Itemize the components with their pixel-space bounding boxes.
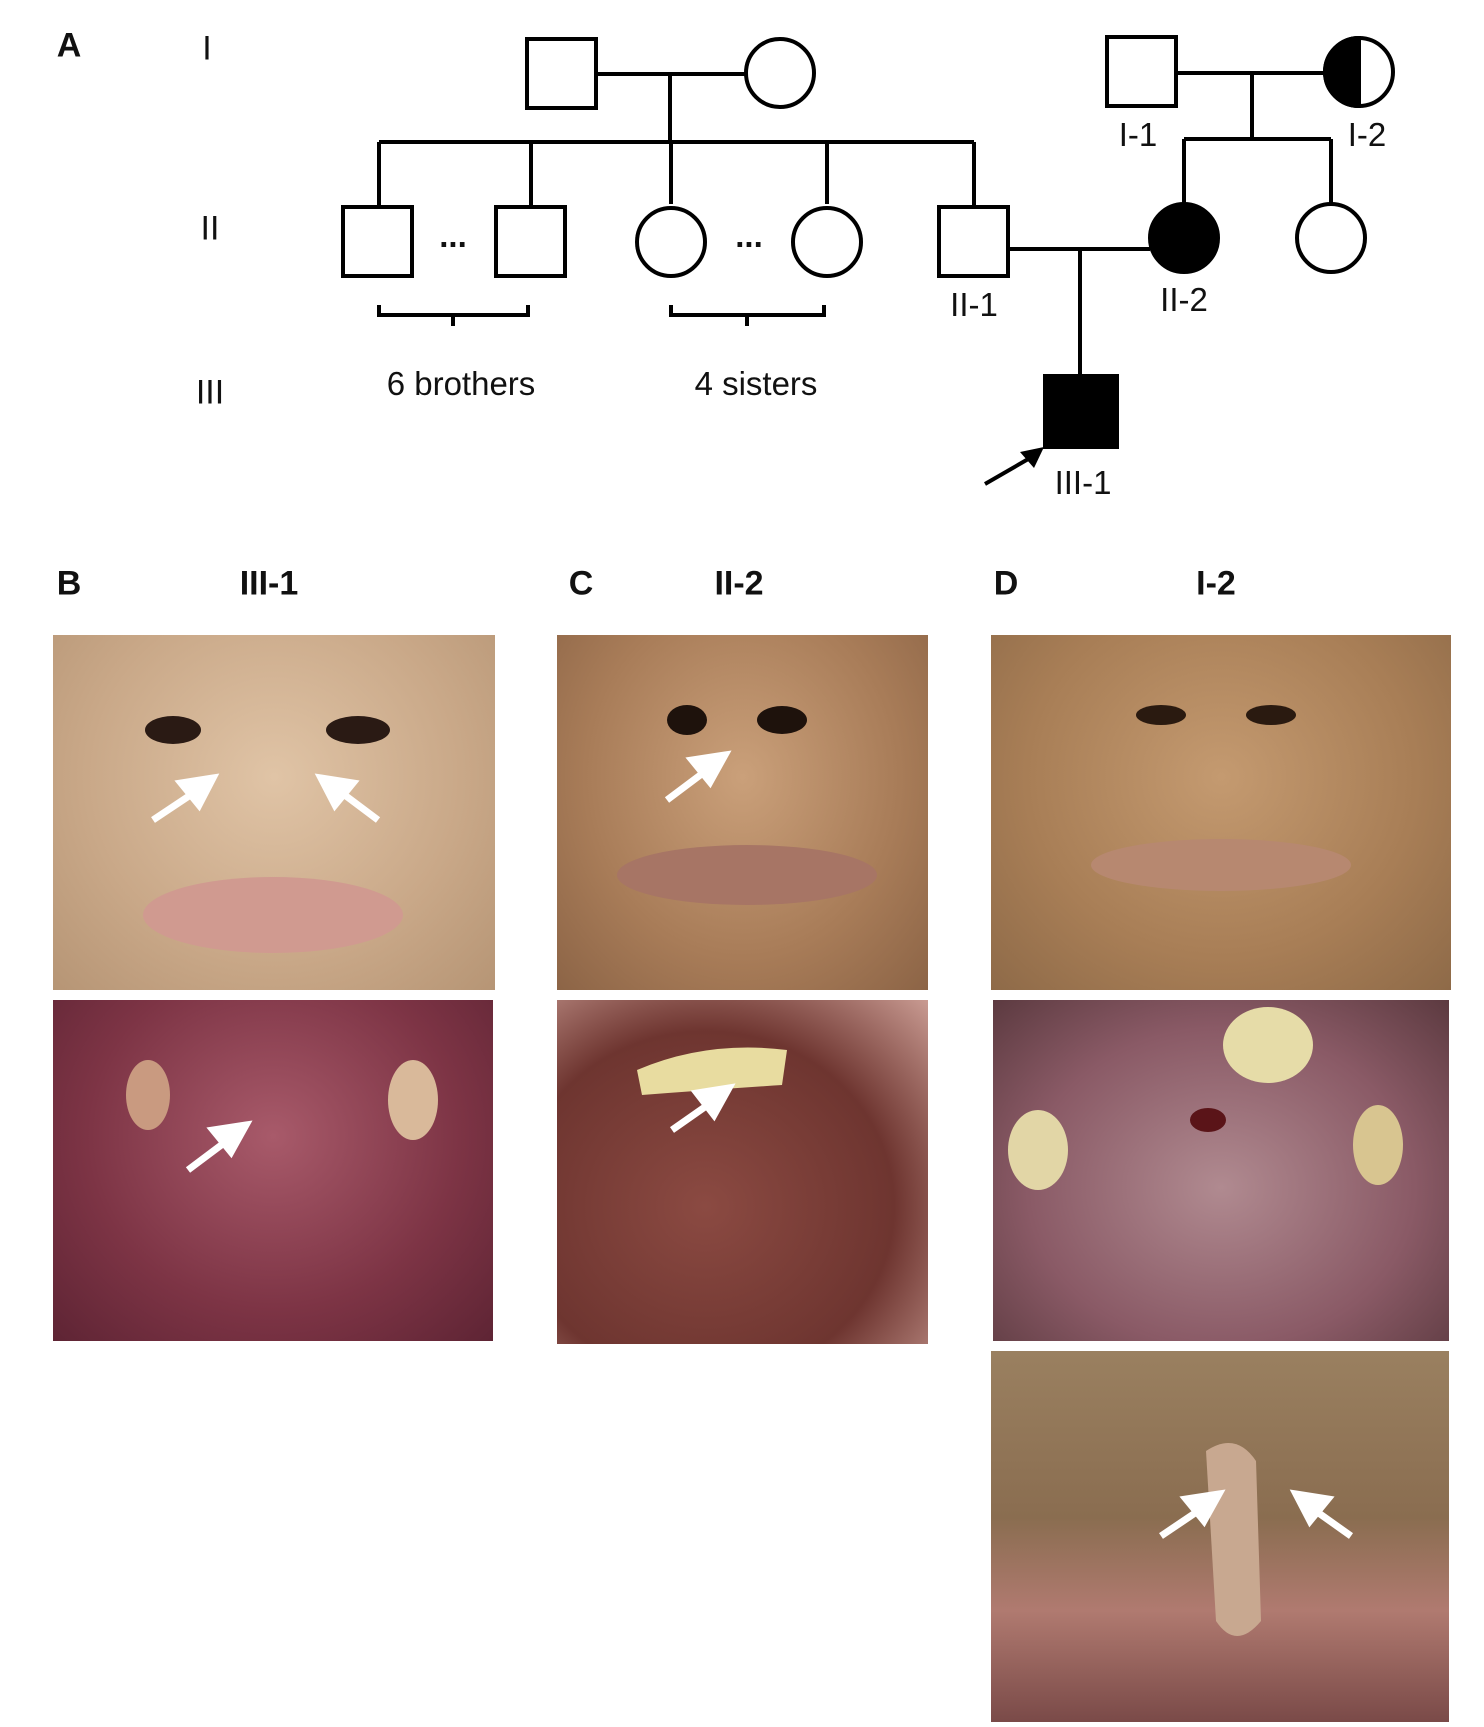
face-photo-ii2 bbox=[557, 635, 928, 990]
generation-label: III bbox=[195, 373, 225, 412]
ii1-label: II-1 bbox=[950, 286, 998, 323]
ii2-label: II-2 bbox=[1160, 281, 1208, 318]
uvula-photo-i2 bbox=[991, 1351, 1449, 1722]
brothers-bracket bbox=[377, 305, 530, 326]
sister-symbol bbox=[791, 206, 863, 278]
panel-c-subject: II-2 bbox=[714, 564, 764, 603]
brother-symbol bbox=[341, 205, 414, 278]
generation-label: I bbox=[202, 29, 212, 68]
ii-sister-symbol bbox=[1295, 202, 1367, 274]
panel-d-subject: I-2 bbox=[1196, 564, 1236, 603]
sister-symbol bbox=[635, 206, 707, 278]
panel-d-label: D bbox=[993, 564, 1019, 603]
panel-c-label: C bbox=[568, 564, 594, 603]
i2-half-fill bbox=[1323, 35, 1361, 109]
face-photo-iii1 bbox=[53, 635, 495, 990]
panel-b-label: B bbox=[56, 564, 82, 603]
ellipsis: ... bbox=[439, 217, 467, 254]
ellipsis: ... bbox=[735, 217, 763, 254]
proband-arrow bbox=[983, 456, 1032, 486]
pedigree-chart bbox=[341, 35, 1395, 486]
i2-label: I-2 bbox=[1347, 116, 1387, 153]
palate-photo-ii2 bbox=[557, 1000, 928, 1344]
i1-symbol bbox=[1105, 35, 1178, 108]
palate-photo-i2 bbox=[993, 1000, 1449, 1341]
grandfather-paternal-symbol bbox=[525, 37, 598, 110]
ii1-symbol bbox=[937, 205, 1010, 278]
panel-b-subject: III-1 bbox=[239, 564, 299, 603]
panel-a-label: A bbox=[56, 26, 82, 65]
iii1-label: III-1 bbox=[1054, 464, 1112, 501]
grandmother-paternal-symbol bbox=[744, 37, 816, 109]
face-photo-i2 bbox=[991, 635, 1451, 990]
sisters-label: 4 sisters bbox=[694, 365, 818, 402]
sisters-bracket bbox=[669, 305, 826, 326]
ii2-symbol bbox=[1148, 202, 1220, 274]
brother-symbol bbox=[494, 205, 567, 278]
palate-photo-iii1 bbox=[53, 1000, 493, 1341]
iii1-symbol bbox=[1043, 374, 1119, 449]
generation-label: II bbox=[200, 209, 220, 248]
i1-label: I-1 bbox=[1118, 116, 1158, 153]
brothers-label: 6 brothers bbox=[386, 365, 536, 402]
